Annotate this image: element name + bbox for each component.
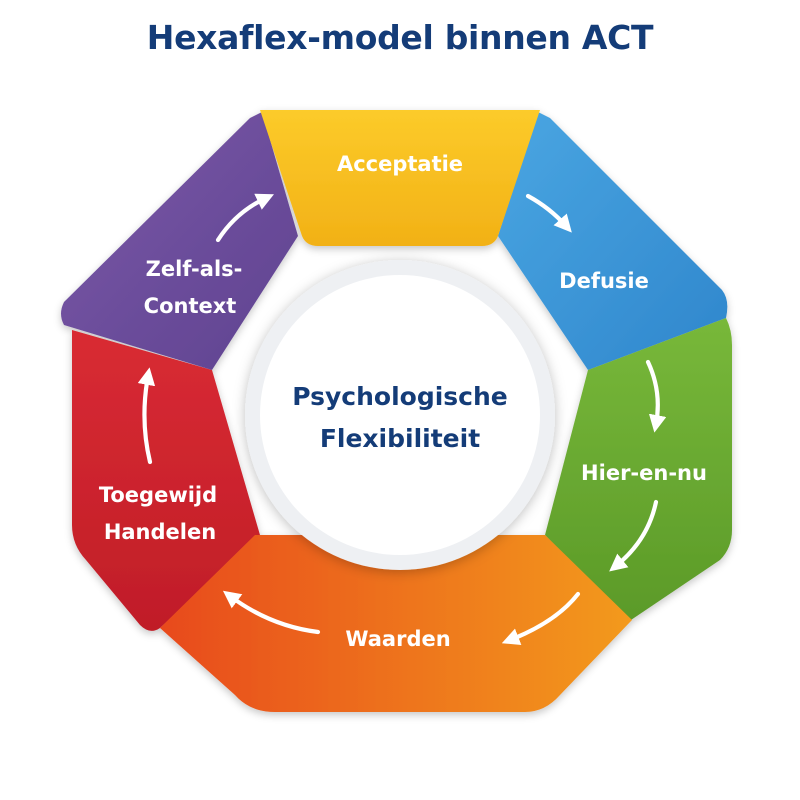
segment-waarden — [160, 535, 632, 712]
arrow-waarden-right-inflow — [501, 591, 581, 645]
segment-hier-en-nu — [545, 318, 732, 622]
label-defusie: Defusie — [559, 269, 649, 293]
segment-toegewijd-handelen — [72, 330, 260, 631]
arrow-toegewijd-handelen-to-zelf-als-context — [137, 367, 156, 465]
label-waarden: Waarden — [345, 627, 450, 651]
label-toegewijd: Toegewijd — [99, 483, 217, 507]
label-acceptatie: Acceptatie — [337, 152, 463, 176]
segment-zelf-als-context — [61, 112, 298, 370]
arrow-acceptatie-to-defusie — [525, 193, 572, 233]
center-label-line1: Psychologische — [292, 382, 508, 411]
label-zelf-als: Zelf-als- — [146, 257, 243, 281]
label-hier-en-nu: Hier-en-nu — [581, 461, 707, 485]
arrow-waarden-to-toegewijd-handelen — [222, 590, 321, 635]
segment-acceptatie — [260, 110, 540, 246]
label-handelen: Handelen — [104, 520, 216, 544]
arrow-defusie-to-hier-en-nu — [645, 359, 667, 433]
center-label-line2: Flexibiliteit — [320, 424, 480, 453]
segment-defusie — [498, 112, 728, 370]
arrow-zelf-als-context-to-acceptatie — [215, 193, 274, 243]
diagram-title: Hexaflex-model binnen ACT — [146, 18, 654, 57]
arrow-hier-en-nu-to-waarden — [609, 499, 659, 572]
label-context: Context — [144, 294, 237, 318]
